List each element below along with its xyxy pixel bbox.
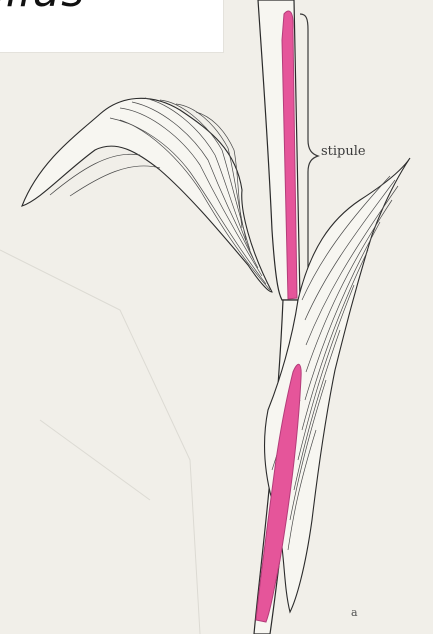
stipule-label: stipule [321, 144, 366, 159]
species-title-box: olius [0, 0, 224, 53]
paper-texture [0, 250, 200, 634]
figure-letter: a [351, 606, 358, 619]
species-title: olius [0, 0, 85, 17]
